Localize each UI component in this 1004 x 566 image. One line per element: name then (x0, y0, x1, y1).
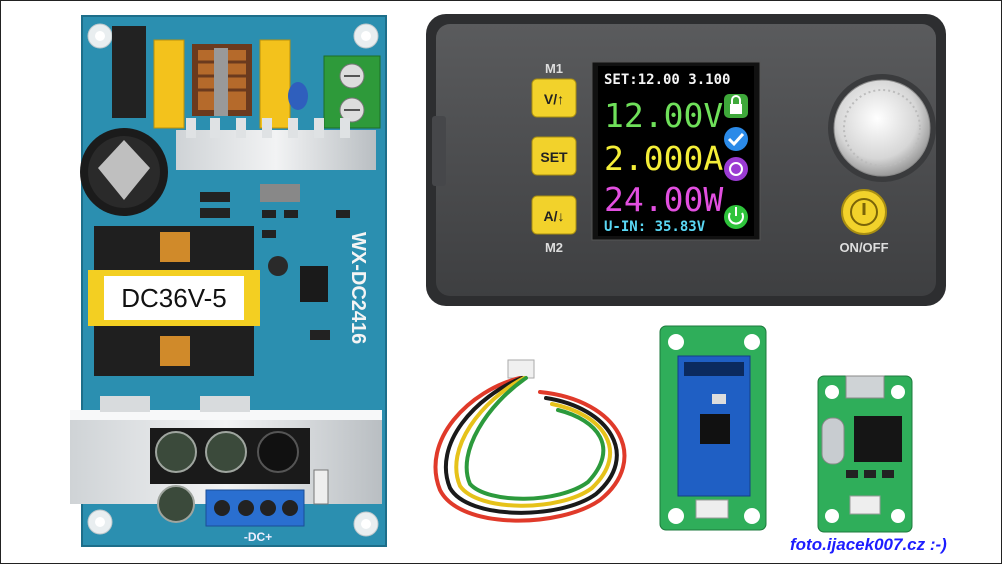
photo-credit: foto.ijacek007.cz :-) (790, 535, 947, 554)
m1-label: M1 (545, 61, 563, 76)
lcd-power: 24.00W (604, 180, 723, 219)
m2-label: M2 (545, 240, 563, 255)
voltage-up-button[interactable]: V/↑ (531, 78, 577, 118)
usb-module-board (817, 375, 913, 533)
output-capacitors (150, 428, 310, 523)
check-status-icon (724, 127, 748, 151)
transformer-label: DC36V-5 (121, 283, 227, 313)
set-button-label: SET (540, 149, 568, 165)
lcd-input-voltage: U-IN: 35.83V (604, 219, 706, 235)
mounting-holes (87, 23, 379, 537)
x-capacitor-2 (259, 39, 291, 129)
dc-output-label: -DC+ (244, 530, 272, 544)
smd-components (200, 184, 350, 340)
current-down-label: A/↓ (544, 208, 565, 224)
lcd-current: 2.000A (604, 139, 723, 178)
current-down-button[interactable]: A/↓ (531, 195, 577, 235)
set-button[interactable]: SET (531, 136, 577, 176)
cycle-status-icon (724, 157, 748, 181)
lcd-set-line: SET:12.00 3.100 (604, 72, 730, 88)
fuse-holder (112, 26, 146, 118)
dc-output-terminal: -DC+ (205, 489, 305, 544)
adjust-knob[interactable] (828, 74, 936, 182)
onoff-label: ON/OFF (839, 240, 888, 255)
board-model-label: WX-DC2416 (347, 232, 369, 344)
voltage-up-label: V/↑ (544, 91, 564, 107)
output-resistor (313, 469, 329, 505)
y-capacitor (288, 82, 308, 110)
lcd-voltage: 12.00V (604, 96, 723, 135)
power-onoff-button[interactable] (841, 189, 887, 235)
bulk-capacitor (80, 128, 168, 216)
x-capacitor-1 (153, 39, 185, 129)
connector-cable (433, 359, 627, 523)
wireless-module-board (659, 325, 767, 531)
psu-board: DC36V-5 WX-DC2416 -DC+ (70, 15, 387, 547)
output-power-icon (724, 205, 748, 229)
transformer: DC36V-5 (88, 226, 260, 376)
ac-input-terminal (323, 55, 381, 129)
power-module: M1 V/↑ SET A/↓ M2 SET:12.00 3.100 12.00V… (426, 14, 946, 306)
upper-heatsink (176, 118, 376, 170)
lcd-display: SET:12.00 3.100 12.00V 2.000A 24.00W U-I… (591, 61, 761, 241)
common-mode-choke (192, 44, 252, 116)
lower-heatsink (70, 396, 382, 504)
